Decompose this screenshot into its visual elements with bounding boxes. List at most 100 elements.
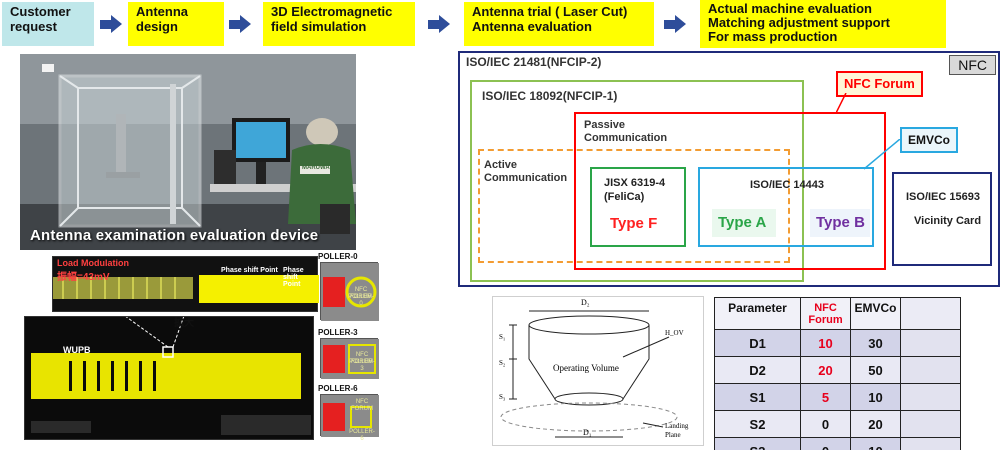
vicinity-label: Vicinity Card — [914, 215, 982, 227]
iso18092-label: ISO/IEC 18092(NFCIP-1) — [482, 89, 618, 103]
cell-emv: 30 — [850, 329, 901, 357]
poller-0-board: NFC FORUM POLLER-0 — [320, 262, 379, 321]
poller-3-board: NFC FORUM POLLER-3 — [320, 338, 379, 379]
header-nfc-line1: NFC — [814, 301, 837, 314]
cell-emv: 50 — [850, 356, 901, 384]
nfc-standards-diagram: NFC ISO/IEC 21481(NFCIP-2) ISO/IEC 18092… — [458, 51, 1000, 287]
cell-emv: 10 — [850, 437, 901, 450]
jisx-label-line2: (FeliCa) — [604, 191, 645, 203]
poller-3-line2: POLLER-3 — [349, 359, 375, 372]
operating-volume-figure: D₂ D₁ S₁ S₂ S₃ H_OV Operating Volume Lan… — [492, 296, 704, 446]
table-header-row: Parameter NFC Forum EMVCo — [714, 297, 961, 330]
type-b-pill — [810, 209, 870, 237]
zoom-label: 拡大 — [174, 318, 194, 329]
cell-emv: 20 — [850, 410, 901, 438]
passive-label-line1: Passive — [584, 119, 625, 131]
cell-param: D2 — [714, 356, 801, 384]
cell-nfc: 0 — [800, 437, 851, 450]
operating-volume-label: Operating Volume — [553, 363, 619, 373]
poller-title: POLLER-0 — [318, 252, 358, 261]
type-f-label: Type F — [610, 215, 658, 232]
s3-label: S₃ — [499, 393, 506, 401]
cell-nfc: 10 — [800, 329, 851, 357]
active-label-line1: Active — [484, 159, 518, 171]
operating-volume-drawing — [500, 310, 678, 438]
flow-step-line: field simulation — [271, 19, 367, 34]
landing-label-line2: Plane — [665, 431, 681, 439]
emvco-connector — [864, 139, 901, 170]
s1-label: S₁ — [499, 333, 506, 341]
cell-blank — [900, 329, 961, 357]
iso15693-label: ISO/IEC 15693 — [906, 191, 980, 203]
cell-blank — [900, 356, 961, 384]
oscilloscope-zoom-view: Load Modulation 振幅=43mV Phase shift Poin… — [52, 256, 319, 312]
poller-0-line1: NFC FORUM — [350, 287, 372, 300]
poller-6-line2: POLLER-6 — [349, 429, 375, 442]
flow-step-line: request — [10, 19, 57, 34]
emvco-label: EMVCo — [908, 133, 950, 147]
cell-nfc: 5 — [800, 383, 851, 411]
flow-step-line: Antenna — [136, 4, 188, 19]
poller-title: POLLER-6 — [318, 384, 358, 393]
phase-shift-label-right: Phase shift Point — [283, 267, 304, 288]
header-emvco: EMVCo — [850, 297, 901, 330]
table-row: S3 0 10 — [714, 437, 961, 450]
header-nfc-forum: NFC Forum — [800, 297, 851, 330]
flow-step-simulation: 3D Electromagnetic field simulation — [263, 2, 415, 46]
cell-nfc: 20 — [800, 356, 851, 384]
table-row: S2 0 20 — [714, 410, 961, 438]
parameter-table: Parameter NFC Forum EMVCo D1 10 30 D2 20… — [714, 297, 961, 450]
zoom-waveform — [53, 275, 319, 303]
s2-label: S₂ — [499, 359, 506, 367]
iso14443-label: ISO/IEC 14443 — [750, 179, 824, 191]
flow-step-line: 3D Electromagnetic — [271, 4, 393, 19]
nfc-forum-label-box: NFC Forum — [836, 71, 923, 97]
emvco-label-box: EMVCo — [900, 127, 958, 153]
iso18092-box — [470, 80, 804, 282]
oscilloscope-main-view: WUPB — [24, 312, 314, 440]
flow-step-line: Antenna evaluation — [472, 19, 592, 34]
poller-6-antenna — [321, 395, 379, 437]
active-communication-box — [478, 149, 790, 263]
cell-nfc: 0 — [800, 410, 851, 438]
cell-blank — [900, 437, 961, 450]
phase-shift-label-left: Phase shift Point — [221, 267, 278, 274]
poller-0-antenna — [321, 263, 379, 321]
landing-label-line1: Landing — [665, 422, 689, 430]
flow-step-mass-production: Actual machine evaluation Matching adjus… — [700, 0, 946, 48]
header-blank — [900, 297, 961, 330]
oscilloscope-capture: Load Modulation 振幅=43mV Phase shift Poin… — [24, 256, 319, 442]
flow-step-line: Antenna trial ( Laser Cut) — [472, 4, 628, 19]
d2-label: D₂ — [581, 298, 590, 307]
poller-6-board: NFC FORUM POLLER-6 — [320, 394, 379, 442]
active-label-line2: Communication — [484, 172, 568, 184]
cell-emv: 10 — [850, 383, 901, 411]
poller-title: POLLER-3 — [318, 328, 358, 337]
header-nfc-line2: Forum — [808, 313, 843, 326]
flow-step-line: Actual machine evaluation — [708, 1, 872, 16]
type-b-label: Type B — [816, 214, 865, 231]
antenna-evaluation-photo: MARUWA Antenna examination evaluation de… — [20, 54, 356, 250]
header-parameter: Parameter — [714, 297, 801, 330]
nfc-forum-connector — [836, 93, 847, 114]
iso14443-box — [698, 167, 874, 247]
main-waveform — [31, 312, 311, 435]
felica-box — [590, 167, 686, 247]
poller-0-line2: POLLER-0 — [348, 294, 374, 307]
poller-3-line1: NFC FORUM — [351, 352, 373, 365]
poller-3-antenna — [321, 339, 379, 379]
jisx-label-line1: JISX 6319-4 — [604, 177, 666, 189]
cell-param: S1 — [714, 383, 801, 411]
nfc-tag: NFC — [949, 55, 996, 75]
nfc-forum-label: NFC Forum — [844, 76, 915, 91]
poller-panels: POLLER-0 NFC FORUM POLLER-0 POLLER-3 NFC… — [318, 252, 382, 448]
cell-blank — [900, 383, 961, 411]
hov-label: H_OV — [665, 329, 684, 337]
flow-step-line: design — [136, 19, 178, 34]
flow-step-line: Matching adjustment support — [708, 15, 890, 30]
type-a-pill — [712, 209, 776, 237]
wupb-label: WUPB — [63, 345, 91, 355]
cell-param: S2 — [714, 410, 801, 438]
flow-step-antenna-design: Antenna design — [128, 2, 224, 46]
nfc-forum-box — [574, 112, 886, 270]
